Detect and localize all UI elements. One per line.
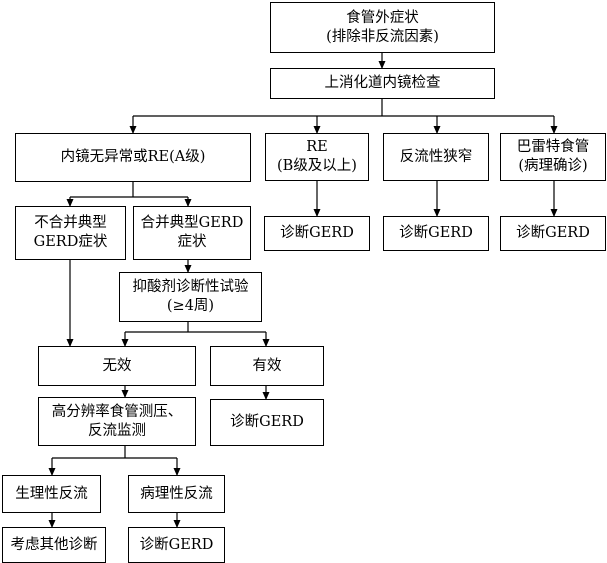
effective-label: 有效 (252, 357, 282, 374)
monitoring-line1: 高分辨率食管测压、 (51, 403, 183, 420)
connector-normal-branch (70, 182, 188, 198)
diag-pathologic-label: 诊断GERD (139, 536, 214, 553)
ineffective-box: 无效 (38, 346, 196, 386)
manometry-reflux-monitoring-box: 高分辨率食管测压、 反流监测 (38, 397, 196, 446)
connector-ppi-test-branch (125, 322, 266, 333)
diagnosis-gerd-effective-box: 诊断GERD (210, 399, 324, 446)
diagnosis-gerd-pathologic-box: 诊断GERD (128, 527, 225, 563)
diag-barrett-label: 诊断GERD (516, 225, 590, 241)
diagnosis-gerd-stricture-box: 诊断GERD (383, 216, 489, 251)
with-typical-symptoms-box: 合并典型GERD 症状 (133, 206, 251, 260)
re-line1: RE (306, 139, 328, 155)
re-b-or-above-box: RE (B级及以上) (265, 133, 369, 181)
connector-monitoring-branch (52, 446, 177, 459)
other-diag-label: 考虑其他诊断 (10, 536, 98, 553)
connector-endoscopy-branch (133, 99, 554, 117)
barrett-esophagus-box: 巴雷特食管 (病理确诊) (500, 133, 606, 181)
extraesophageal-symptoms-box: 食管外症状 (排除非反流因素) (270, 2, 495, 53)
reflux-stricture-box: 反流性狭窄 (383, 133, 489, 181)
effective-box: 有效 (210, 346, 324, 386)
no-typical-line1: 不合并典型 (34, 215, 107, 231)
ppi-test-line2: (≥4周) (166, 298, 215, 314)
ppi-diagnostic-test-box: 抑酸剂诊断性试验 (≥4周) (119, 272, 262, 322)
pathologic-reflux-box: 病理性反流 (128, 475, 225, 513)
ppi-test-line1: 抑酸剂诊断性试验 (132, 279, 249, 295)
ineffective-label: 无效 (102, 357, 132, 374)
with-typical-line1: 合并典型GERD (140, 215, 244, 231)
diag-stricture-label: 诊断GERD (399, 225, 473, 241)
symptoms-line1: 食管外症状 (346, 9, 419, 26)
physiologic-reflux-box: 生理性反流 (2, 475, 101, 513)
no-typical-line2: GERD症状 (33, 234, 108, 250)
pathologic-label: 病理性反流 (140, 485, 213, 502)
re-line2: (B级及以上) (277, 158, 357, 174)
with-typical-line2: 症状 (177, 234, 207, 250)
symptoms-line2: (排除非反流因素) (326, 28, 439, 45)
endoscopy-box: 上消化道内镜检查 (270, 68, 495, 99)
barrett-line2: (病理确诊) (518, 158, 588, 174)
barrett-line1: 巴雷特食管 (516, 139, 590, 155)
endoscopy-label: 上消化道内镜检查 (324, 75, 441, 91)
diag-re-label: 诊断GERD (280, 225, 354, 241)
stricture-label: 反流性狭窄 (399, 148, 473, 165)
no-typical-symptoms-box: 不合并典型 GERD症状 (15, 206, 126, 260)
monitoring-line2: 反流监测 (88, 422, 146, 439)
consider-other-diagnosis-box: 考虑其他诊断 (2, 527, 106, 563)
diagnosis-gerd-re-box: 诊断GERD (264, 216, 370, 251)
diagnosis-gerd-barrett-box: 诊断GERD (500, 216, 606, 251)
normal-label: 内镜无异常或RE(A级) (60, 149, 206, 165)
diag-effective-label: 诊断GERD (230, 414, 304, 430)
physiologic-label: 生理性反流 (15, 485, 88, 502)
normal-or-re-a-box: 内镜无异常或RE(A级) (15, 133, 251, 182)
